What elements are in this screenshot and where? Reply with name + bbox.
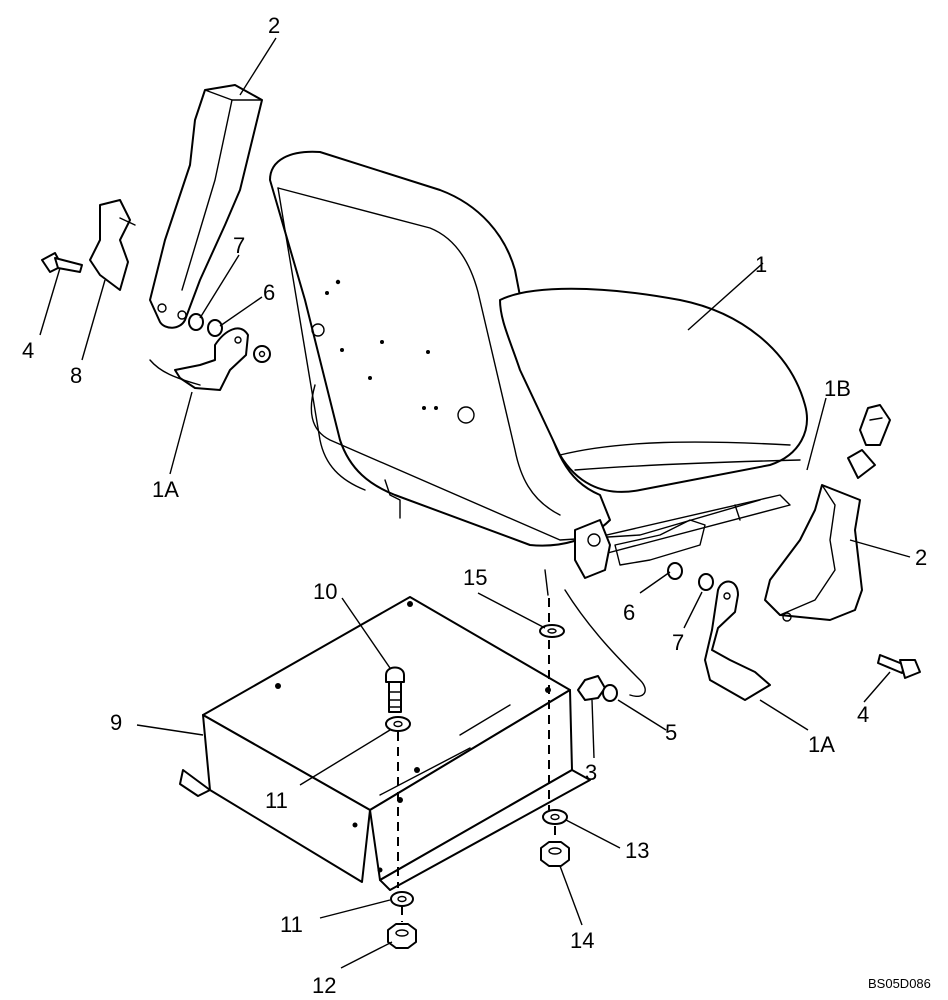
callout-bolt-right: 4	[857, 702, 869, 727]
callout-retractor-right: 2	[915, 545, 927, 570]
callout-washer-5: 5	[665, 720, 677, 745]
washer-6-right	[667, 562, 683, 580]
callout-seat-base: 9	[110, 710, 122, 735]
assembly-lines	[397, 598, 556, 922]
callout-nut-14: 14	[570, 928, 594, 953]
nut-3	[577, 675, 606, 701]
seat-belt-right	[847, 404, 891, 479]
nut-14	[540, 841, 570, 867]
nut-12	[387, 923, 417, 949]
spacer-7-left	[188, 313, 204, 331]
spacer-7-right	[698, 573, 714, 591]
washer-5	[602, 684, 618, 702]
callout-seat-belt-right: 1B	[824, 376, 851, 401]
callout-spacer-7-right: 7	[672, 630, 684, 655]
anchor-right	[704, 580, 771, 701]
callout-bracket-8: 8	[70, 363, 82, 388]
callout-spacer-7-left: 7	[233, 233, 245, 258]
callout-seat: 1	[755, 252, 767, 277]
callout-bolt-left: 4	[22, 338, 34, 363]
drawing-code: BS05D086	[868, 976, 931, 991]
callout-washer-11-top: 11	[265, 788, 288, 813]
seat	[269, 150, 808, 697]
leader-lines	[39, 37, 911, 969]
retractor-left	[149, 84, 263, 329]
seat-base	[179, 596, 591, 891]
washer-6-left	[207, 319, 271, 363]
callout-washer-13: 13	[625, 838, 649, 863]
washer-13	[542, 809, 568, 825]
retractor-right	[764, 484, 863, 622]
callout-anchor-right: 1A	[808, 732, 835, 757]
washer-15	[539, 624, 565, 638]
washer-11-bottom	[390, 891, 414, 907]
callout-washer-15: 15	[463, 565, 487, 590]
bolt-left	[41, 252, 83, 273]
callout-washer-6-right: 6	[623, 600, 635, 625]
anchor-left	[149, 327, 249, 391]
bolt-right	[877, 654, 921, 679]
callout-retractor-left: 2	[268, 13, 280, 38]
callout-nut-12: 12	[312, 973, 336, 998]
washer-11-top	[385, 716, 411, 732]
bracket-8	[89, 199, 136, 291]
callout-anchor-left: 1A	[152, 477, 179, 502]
callout-bolt-10: 10	[313, 579, 337, 604]
callout-washer-11-bottom: 11	[280, 912, 303, 937]
callout-labels: 2 1 7 6 4 8 1A 1B 2 6 7 4 1A 5 3 15 10 9…	[22, 13, 927, 998]
callout-nut-3: 3	[585, 760, 597, 785]
bolt-10	[385, 666, 405, 713]
callout-washer-6-left: 6	[263, 280, 275, 305]
